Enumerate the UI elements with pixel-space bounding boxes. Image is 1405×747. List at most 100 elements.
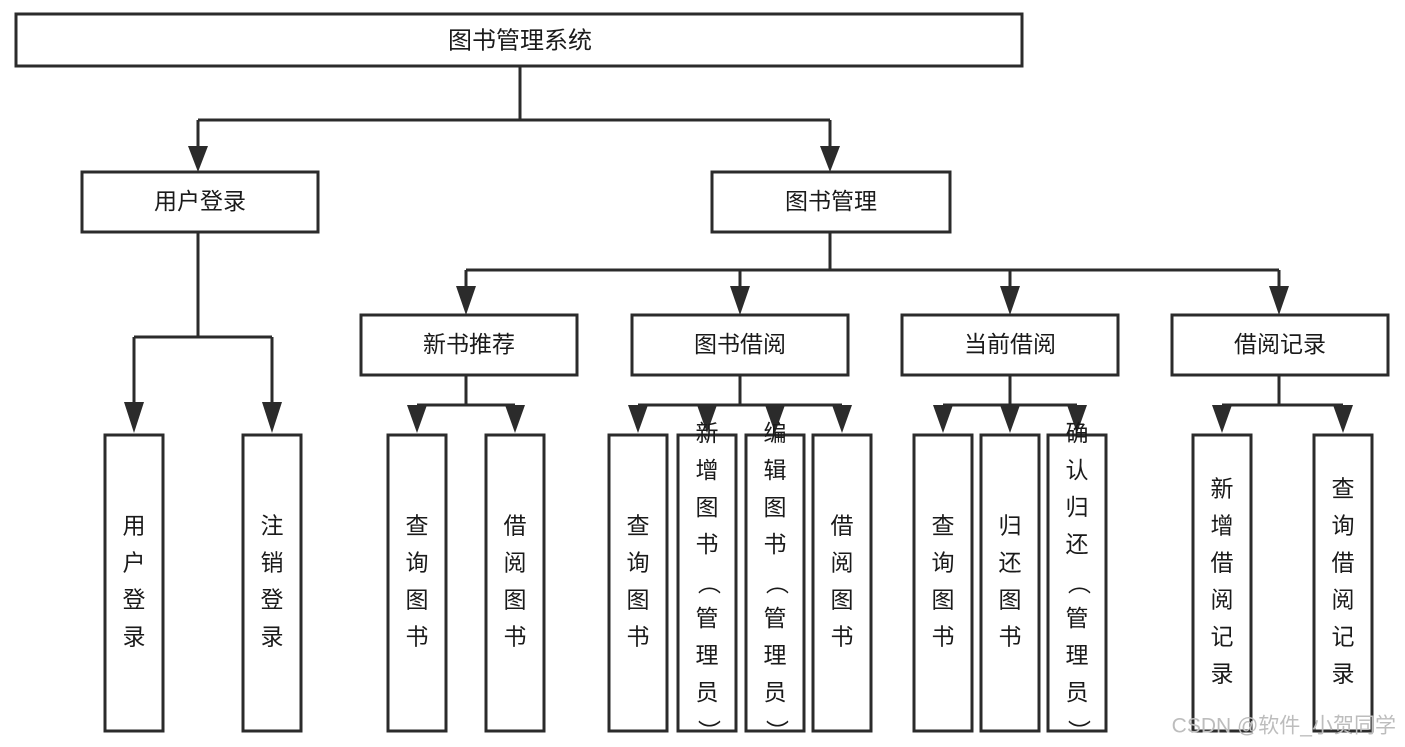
arrowhead-leaf-10 bbox=[1000, 405, 1020, 433]
node-leaf-5-box[interactable] bbox=[607, 433, 669, 733]
node-user-login-box[interactable] bbox=[80, 170, 320, 234]
arrowhead-leaf-12 bbox=[1212, 405, 1232, 433]
vertical-glyph: 图 bbox=[999, 587, 1022, 613]
node-leaf-1-text: 用户登录 bbox=[123, 513, 146, 650]
vertical-glyph: 员 bbox=[696, 679, 719, 705]
vertical-glyph: 询 bbox=[406, 550, 429, 576]
node-leaf-4-box[interactable] bbox=[484, 433, 546, 733]
vertical-glyph: 书 bbox=[504, 624, 527, 650]
node-book-manage-box[interactable] bbox=[710, 170, 952, 234]
node-book-manage[interactable]: 图书管理 bbox=[710, 170, 952, 234]
node-current-borrow-box[interactable] bbox=[900, 313, 1120, 377]
vertical-glyph: 图 bbox=[504, 587, 527, 613]
arrowhead-leaf-13 bbox=[1333, 405, 1353, 433]
vertical-glyph: 注 bbox=[261, 513, 284, 539]
vertical-glyph: 询 bbox=[1332, 513, 1355, 539]
vertical-glyph: 管 bbox=[696, 605, 719, 631]
vertical-glyph: 录 bbox=[123, 624, 146, 650]
vertical-glyph: 书 bbox=[406, 624, 429, 650]
vertical-glyph: 查 bbox=[932, 513, 955, 539]
vertical-glyph: 员 bbox=[764, 679, 787, 705]
node-book-borrow-box[interactable] bbox=[630, 313, 850, 377]
arrowhead-leaf-6 bbox=[697, 405, 717, 433]
vertical-glyph: ） bbox=[1066, 720, 1092, 743]
vertical-glyph: 图 bbox=[696, 494, 719, 520]
vertical-glyph: 增 bbox=[696, 457, 719, 483]
vertical-glyph: 阅 bbox=[504, 550, 527, 576]
vertical-glyph: 图 bbox=[764, 494, 787, 520]
node-leaf-2-box[interactable] bbox=[241, 433, 303, 733]
node-borrow-record[interactable]: 借阅记录 bbox=[1170, 313, 1390, 377]
node-leaf-1-box[interactable] bbox=[103, 433, 165, 733]
node-new-book-rec[interactable]: 新书推荐 bbox=[359, 313, 579, 377]
vertical-glyph: 询 bbox=[932, 550, 955, 576]
vertical-glyph: 认 bbox=[1066, 457, 1089, 483]
vertical-glyph: 员 bbox=[1066, 679, 1089, 705]
vertical-glyph: 录 bbox=[261, 624, 284, 650]
vertical-glyph: 查 bbox=[1332, 476, 1355, 502]
arrowhead-book-manage bbox=[820, 146, 840, 172]
vertical-glyph: 询 bbox=[627, 550, 650, 576]
node-leaf-9-box[interactable] bbox=[912, 433, 974, 733]
node-leaf-7-box[interactable] bbox=[744, 433, 806, 733]
node-root-box[interactable] bbox=[14, 12, 1024, 68]
vertical-glyph: 阅 bbox=[1211, 587, 1234, 613]
arrowhead-leaf-4 bbox=[505, 405, 525, 433]
node-current-borrow[interactable]: 当前借阅 bbox=[900, 313, 1120, 377]
arrowhead-borrow-record bbox=[1269, 286, 1289, 315]
vertical-glyph: 管 bbox=[764, 605, 787, 631]
vertical-glyph: 归 bbox=[1066, 494, 1089, 520]
vertical-glyph: 图 bbox=[831, 587, 854, 613]
vertical-glyph: 书 bbox=[831, 624, 854, 650]
node-leaf-10-box[interactable] bbox=[979, 433, 1041, 733]
vertical-glyph: （ bbox=[764, 572, 790, 595]
node-leaf-11-box[interactable] bbox=[1046, 433, 1108, 733]
node-borrow-record-label: 借阅记录 bbox=[1234, 331, 1326, 357]
node-user-login[interactable]: 用户登录 bbox=[80, 170, 320, 234]
vertical-glyph: 确 bbox=[1066, 420, 1089, 446]
arrowhead-leaf-1 bbox=[124, 402, 144, 433]
node-leaf-1[interactable]: 用户登录 bbox=[103, 433, 165, 733]
vertical-glyph: 新 bbox=[696, 420, 719, 446]
node-leaf-8-box[interactable] bbox=[811, 433, 873, 733]
vertical-glyph: 书 bbox=[627, 624, 650, 650]
node-leaf-3-box[interactable] bbox=[386, 433, 448, 733]
arrowhead-leaf-8 bbox=[832, 405, 852, 433]
vertical-glyph: 理 bbox=[764, 642, 787, 668]
vertical-glyph: 新 bbox=[1211, 476, 1234, 502]
node-book-borrow[interactable]: 图书借阅 bbox=[630, 313, 850, 377]
node-borrow-record-box[interactable] bbox=[1170, 313, 1390, 377]
vertical-glyph: 查 bbox=[627, 513, 650, 539]
arrowhead-leaf-9 bbox=[933, 405, 953, 433]
vertical-glyph: 借 bbox=[1332, 550, 1355, 576]
node-leaf-13-box[interactable] bbox=[1312, 433, 1374, 733]
csdn-watermark: CSDN @软件_小贺同学 bbox=[1172, 715, 1396, 738]
node-root[interactable]: 图书管理系统 bbox=[14, 12, 1024, 68]
vertical-glyph: 理 bbox=[696, 642, 719, 668]
node-current-borrow-label: 当前借阅 bbox=[964, 331, 1056, 357]
vertical-glyph: 书 bbox=[764, 531, 787, 557]
vertical-glyph: 管 bbox=[1066, 605, 1089, 631]
node-leaf-6-box[interactable] bbox=[676, 433, 738, 733]
vertical-glyph: 记 bbox=[1332, 624, 1355, 650]
node-new-book-rec-box[interactable] bbox=[359, 313, 579, 377]
node-leaf-12-box[interactable] bbox=[1191, 433, 1253, 733]
